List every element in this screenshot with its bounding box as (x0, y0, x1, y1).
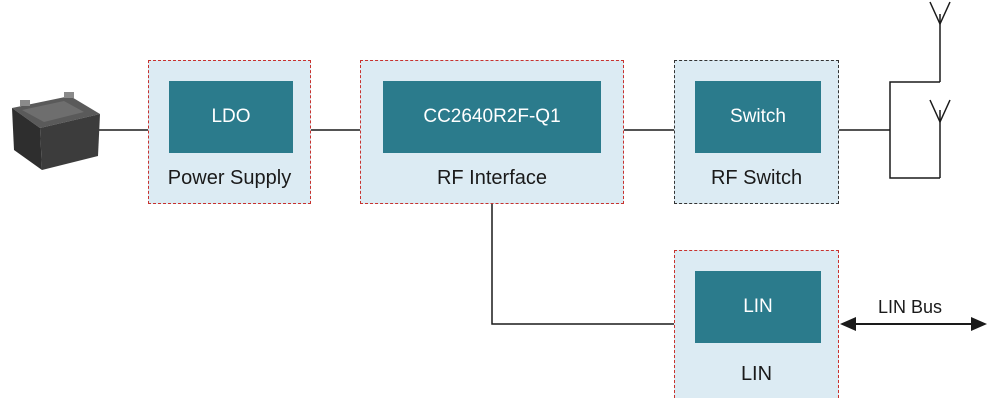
lin-bus-arrow-right (971, 317, 987, 331)
antenna-icon (929, 1, 951, 26)
ldo-chip: LDO (169, 81, 293, 153)
lin-label: LIN (740, 363, 773, 385)
lin-group: LIN LIN (674, 250, 839, 398)
rf-switch-label: RF Switch (710, 167, 803, 189)
rf-interface-label: RF Interface (436, 167, 548, 189)
switch-chip: Switch (695, 81, 821, 153)
power-supply-label: Power Supply (167, 167, 292, 189)
antenna-icon (929, 99, 951, 124)
rf-interface-group: CC2640R2F-Q1 RF Interface (360, 60, 624, 204)
power-supply-group: LDO Power Supply (148, 60, 311, 204)
lin-bus-arrow-left (840, 317, 856, 331)
lin-bus-label: LIN Bus (878, 297, 943, 317)
connector-rf-lin (491, 204, 674, 325)
car-battery-icon (12, 92, 100, 170)
cc2640-chip: CC2640R2F-Q1 (383, 81, 601, 153)
antenna-bracket (889, 81, 940, 179)
lin-chip: LIN (695, 271, 821, 343)
rf-switch-group: Switch RF Switch (674, 60, 839, 204)
